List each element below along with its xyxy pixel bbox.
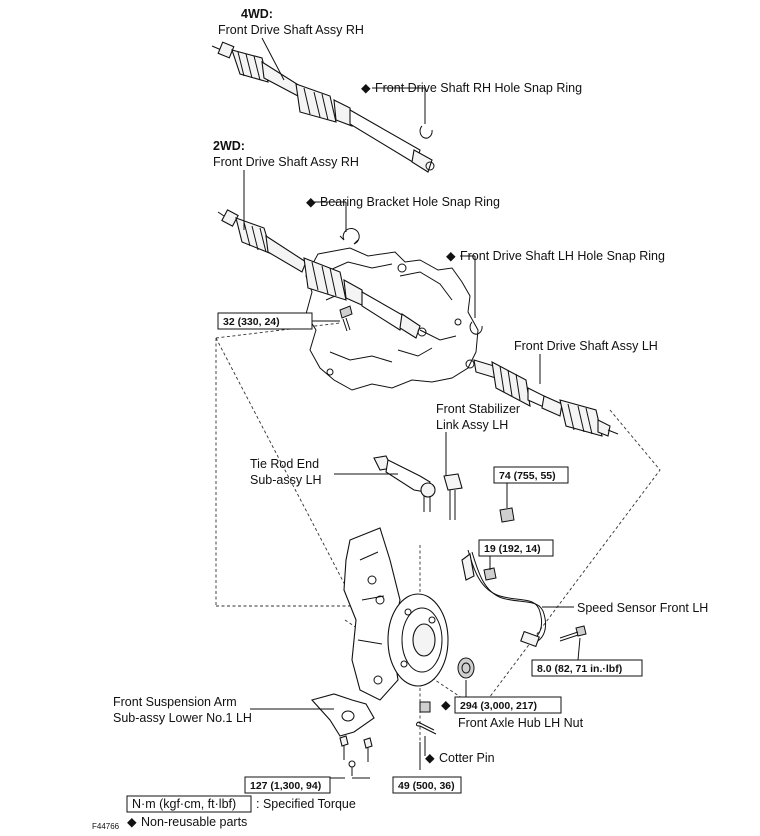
fwd2-shaft-rh-label: Front Drive Shaft Assy RH (213, 155, 359, 169)
legend-unit-box-text: N·m (kgf·cm, ft·lbf) (132, 797, 236, 811)
leader-lines (243, 37, 581, 779)
exploded-view-frame (215, 322, 661, 742)
bearing-bracket-snap-ring-label: Bearing Bracket Hole Snap Ring (320, 195, 500, 209)
hub-nut (457, 657, 475, 679)
torque-box-arm-bolts (244, 776, 331, 794)
steering-knuckle (343, 527, 401, 701)
cotter-pin-label: Cotter Pin (439, 751, 495, 765)
marker-lh-snap: ◆ (446, 249, 456, 263)
legend-unit-box (126, 795, 252, 813)
stabilizer-link (443, 436, 515, 523)
suspension-arm-label-1: Front Suspension Arm (113, 695, 237, 709)
torque-stabilizer-nut: 74 (755, 55) (499, 470, 556, 482)
marker-rh-snap: ◆ (361, 81, 371, 95)
rh-hole-snap-ring (419, 125, 433, 139)
torque-box-sensor-bolt (531, 659, 643, 677)
marker-bearing-snap: ◆ (306, 195, 316, 209)
legend-marker: ◆ (127, 815, 137, 829)
torque-box-stabilizer-nut (493, 466, 569, 484)
stabilizer-link-label-1: Front Stabilizer (436, 402, 520, 416)
shaft-rh-4wd (211, 41, 435, 173)
figure-code: F44766 (92, 822, 120, 831)
speed-sensor (461, 549, 547, 648)
tie-rod-label-2: Sub-assy LH (250, 473, 322, 487)
shaft-rh-2wd (217, 209, 427, 339)
legend-non-reusable: Non-reusable parts (141, 815, 247, 829)
torque-box-hub-nut (454, 696, 562, 714)
lh-hole-snap-ring-label: Front Drive Shaft LH Hole Snap Ring (460, 249, 665, 263)
axle-hub (387, 593, 449, 687)
torque-box-tie-rod-nut (392, 776, 462, 794)
torque-box-sensor-clamp (478, 539, 554, 557)
rh-hole-snap-ring-label: Front Drive Shaft RH Hole Snap Ring (375, 81, 582, 95)
suspension-arm (310, 693, 375, 776)
marker-cotter-pin: ◆ (425, 751, 435, 765)
fwd4-shaft-rh-label: Front Drive Shaft Assy RH (218, 23, 364, 37)
torque-bracket-bolt: 32 (330, 24) (223, 316, 280, 328)
bearing-bracket-snap-ring (339, 228, 360, 245)
tie-rod-end (373, 455, 436, 512)
torque-sensor-bolt: 8.0 (82, 71 in.·lbf) (537, 663, 622, 675)
fwd2-heading: 2WD: (213, 139, 245, 153)
axle-hub-nut-label: Front Axle Hub LH Nut (458, 716, 584, 730)
legend-unit-meaning: : Specified Torque (256, 797, 356, 811)
sensor-bolt (559, 625, 587, 642)
shaft-lh-label: Front Drive Shaft Assy LH (514, 339, 658, 353)
shaft-lh (465, 359, 619, 437)
marker-hub-nut: ◆ (441, 698, 451, 712)
torque-tie-rod-nut: 49 (500, 36) (398, 780, 455, 792)
speed-sensor-label: Speed Sensor Front LH (577, 601, 708, 615)
fwd4-heading: 4WD: (241, 7, 273, 21)
tie-rod-nut (419, 701, 431, 713)
bracket-bolt (339, 305, 353, 332)
stabilizer-link-label-2: Link Assy LH (436, 418, 508, 432)
torque-sensor-clamp: 19 (192, 14) (484, 543, 541, 555)
torque-box-bracket-bolt (217, 312, 313, 330)
lh-hole-snap-ring (469, 321, 483, 335)
torque-hub-nut: 294 (3,000, 217) (460, 700, 537, 712)
tie-rod-label-1: Tie Rod End (250, 457, 319, 471)
torque-arm-bolts: 127 (1,300, 94) (250, 780, 321, 792)
suspension-arm-label-2: Sub-assy Lower No.1 LH (113, 711, 252, 725)
cotter-pin (415, 721, 437, 735)
